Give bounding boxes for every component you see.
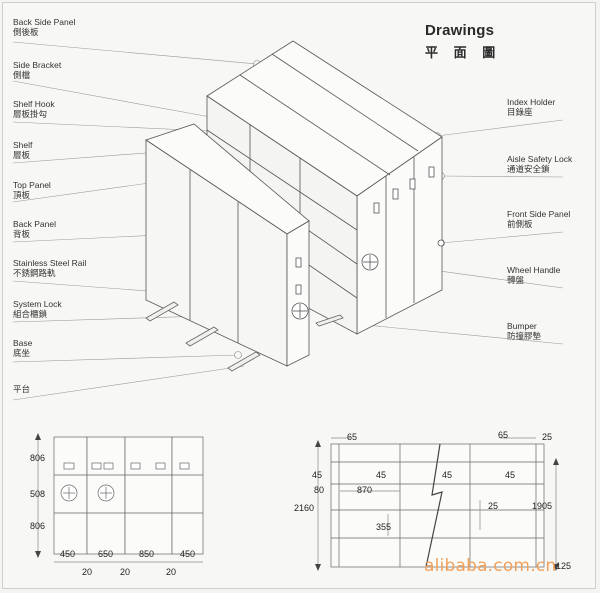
leader-base — [12, 354, 239, 363]
label-zh: 轉盤 — [507, 275, 525, 285]
dimension-arrowheads — [35, 433, 559, 571]
label-front-side-panel: Front Side Panel 前側板 — [507, 209, 570, 229]
label-zh: 頂板 — [13, 190, 31, 200]
leader-lines — [12, 41, 564, 401]
leader-bumper — [354, 323, 564, 345]
front-cabinet — [145, 123, 310, 367]
label-en: Shelf Hook — [13, 99, 55, 109]
dim-width-4: 450 — [180, 549, 196, 559]
label-zh: 前側板 — [507, 219, 533, 229]
leader-side-bracket — [12, 80, 217, 119]
label-zh: 側後板 — [13, 27, 39, 37]
dim-width-2: 650 — [98, 549, 114, 559]
dim-45-d: 45 — [505, 470, 516, 480]
title-en: Drawings — [425, 22, 495, 39]
label-en: Base — [13, 338, 33, 348]
label-en: Shelf — [13, 140, 33, 150]
label-platform: 平台 — [13, 384, 30, 394]
dim-height-bottom: 806 — [30, 521, 46, 531]
label-aisle-safety-lock: Aisle Safety Lock 通道安全鎖 — [507, 154, 572, 174]
dim-height-top: 806 — [30, 453, 46, 463]
leader-platform — [12, 365, 245, 401]
dim-80: 80 — [314, 485, 325, 495]
dim-gap-2: 20 — [120, 567, 131, 577]
label-zh: 背板 — [13, 229, 31, 239]
label-zh: 防撞膠墊 — [507, 331, 542, 341]
dim-25: 25 — [488, 501, 499, 511]
label-zh: 平台 — [13, 384, 31, 394]
dim-45-a: 45 — [312, 470, 323, 480]
leader-back-side-panel — [12, 41, 258, 65]
front-elevation — [37, 436, 204, 563]
dim-width-3: 850 — [139, 549, 155, 559]
label-back-panel: Back Panel 背板 — [13, 219, 56, 239]
label-zh: 組合櫃鎖 — [13, 309, 48, 319]
label-wheel-handle: Wheel Handle 轉盤 — [507, 265, 560, 285]
leader-index-holder — [436, 119, 564, 137]
label-en: Back Panel — [13, 219, 56, 229]
dim-45-c: 45 — [442, 470, 453, 480]
label-en: Wheel Handle — [507, 265, 561, 275]
dim-45-b: 45 — [376, 470, 387, 480]
side-elevation — [317, 437, 557, 568]
dim-1905: 1905 — [532, 501, 553, 511]
label-zh: 通道安全鎖 — [507, 164, 550, 174]
label-zh: 底坐 — [13, 348, 31, 358]
label-en: Front Side Panel — [507, 209, 571, 219]
label-stainless-steel-rail: Stainless Steel Rail 不銹鋼路軌 — [13, 258, 86, 278]
label-system-lock: System Lock 組合櫃鎖 — [13, 299, 62, 319]
label-zh: 不銹鋼路軌 — [13, 268, 56, 278]
leader-front-side-panel — [440, 231, 564, 244]
alibaba-watermark: alibaba.com.cn — [424, 556, 557, 576]
dim-gap-1: 20 — [82, 567, 93, 577]
label-en: Top Panel — [13, 180, 51, 190]
label-en: Bumper — [507, 321, 537, 331]
label-en: Side Bracket — [13, 60, 62, 70]
label-en: Aisle Safety Lock — [507, 154, 573, 164]
label-shelf-hook: Shelf Hook 層板掛勾 — [13, 99, 55, 119]
label-en: Stainless Steel Rail — [13, 258, 87, 268]
label-zh: 側檔 — [13, 70, 31, 80]
label-en: Back Side Panel — [13, 17, 76, 27]
label-zh: 目錄座 — [507, 107, 533, 117]
drawings-title: Drawings 平 面 圖 — [425, 22, 501, 61]
dim-gap-3: 20 — [166, 567, 177, 577]
label-zh: 層板 — [13, 150, 31, 160]
dim-top-left: 65 — [347, 432, 358, 442]
dim-870: 870 — [357, 485, 373, 495]
leader-aisle-lock — [440, 175, 564, 178]
title-zh: 平 面 圖 — [425, 45, 502, 60]
dim-2160: 2160 — [294, 503, 315, 513]
label-shelf: Shelf 層板 — [13, 140, 32, 160]
label-top-panel: Top Panel 頂板 — [13, 180, 51, 200]
dim-125: 125 — [556, 561, 572, 571]
label-index-holder: Index Holder 目錄座 — [507, 97, 555, 117]
label-bumper: Bumper 防撞膠墊 — [507, 321, 541, 341]
dim-top-right-b: 25 — [542, 432, 553, 442]
label-base: Base 底坐 — [13, 338, 32, 358]
dim-top-right-a: 65 — [498, 430, 509, 440]
label-en: Index Holder — [507, 97, 556, 107]
label-back-side-panel: Back Side Panel 側後板 — [13, 17, 75, 37]
dim-355: 355 — [376, 522, 392, 532]
label-side-bracket: Side Bracket 側檔 — [13, 60, 61, 80]
label-en: System Lock — [13, 299, 62, 309]
dim-height-mid: 508 — [30, 489, 46, 499]
label-zh: 層板掛勾 — [13, 109, 48, 119]
floor-rails — [145, 301, 344, 372]
dim-width-1: 450 — [60, 549, 76, 559]
